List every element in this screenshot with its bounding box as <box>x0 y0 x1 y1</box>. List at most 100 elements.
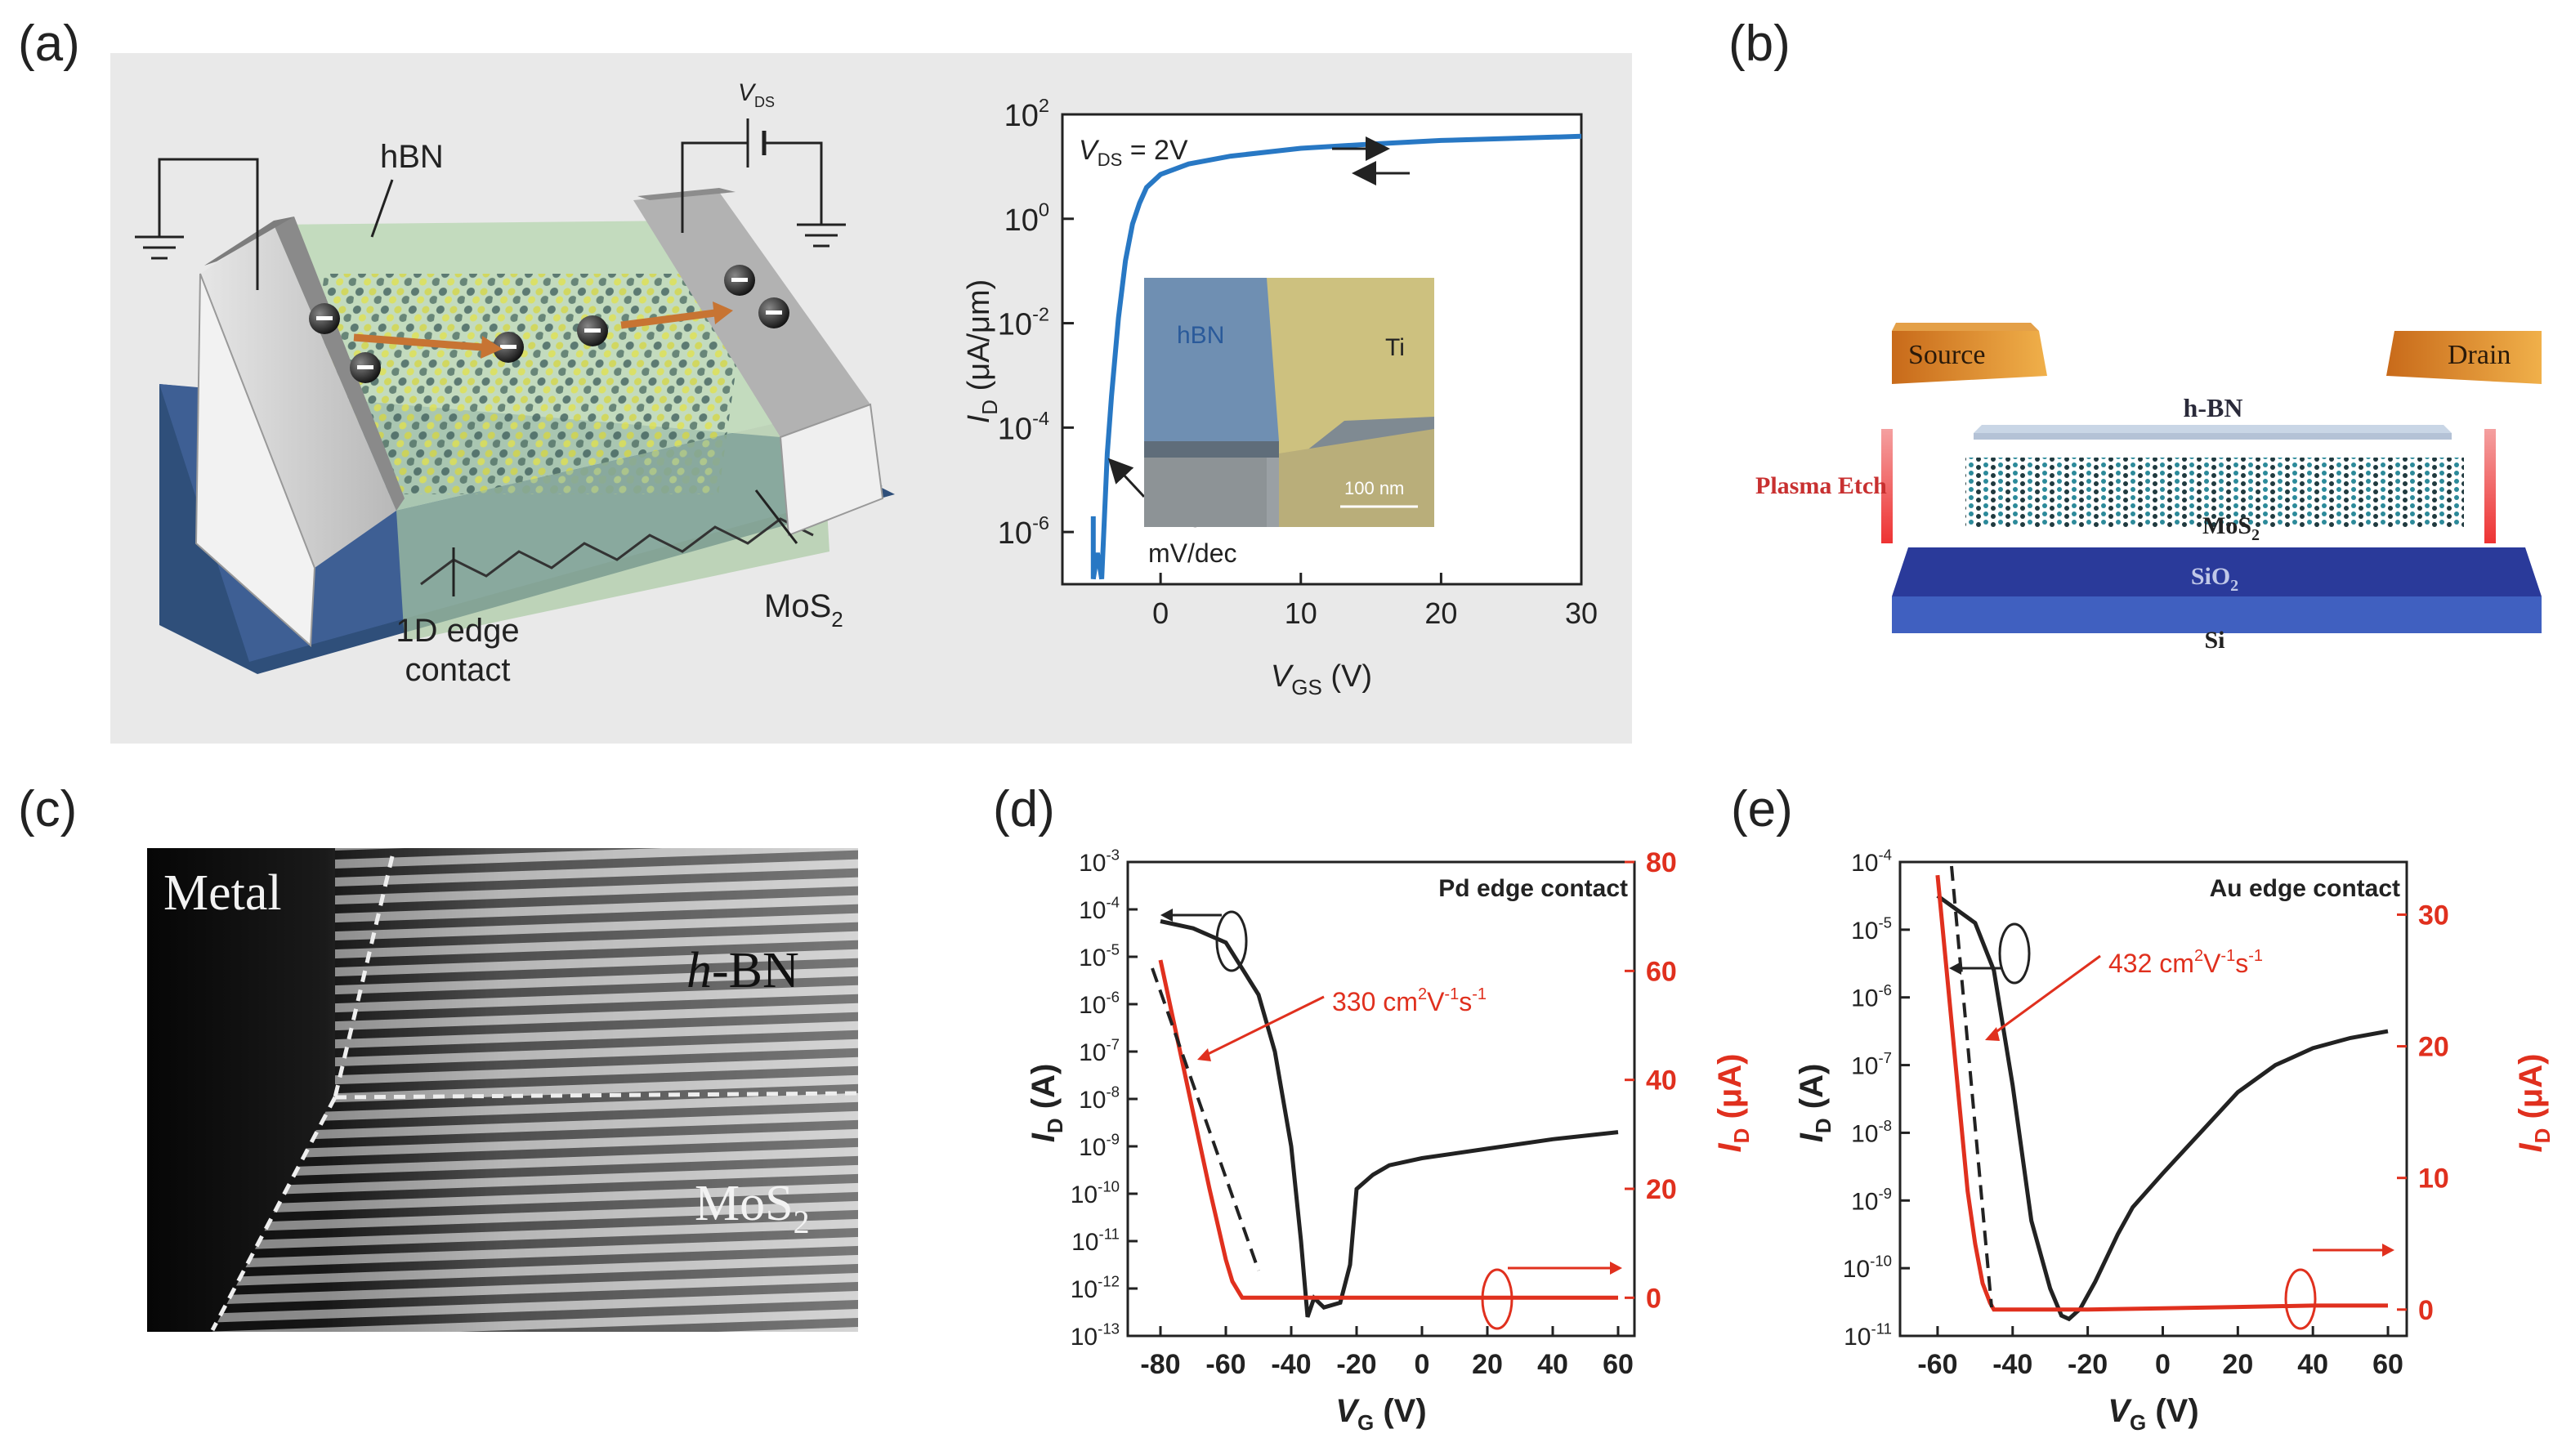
x-tick-label: -60 <box>1917 1349 1957 1380</box>
y-left-tick-label: 10-8 <box>1079 1083 1120 1114</box>
hbn-layer-label: h-BN <box>2184 393 2243 422</box>
y-left-tick-label: 10-4 <box>1851 846 1892 878</box>
x-tick-label: 0 <box>1152 596 1169 630</box>
metal-label: Metal <box>163 865 282 921</box>
y-left-tick-label: 10-6 <box>1079 989 1120 1020</box>
inset-hbn-label: hBN <box>1177 322 1224 349</box>
y-left-tick-label: 10-10 <box>1071 1178 1120 1209</box>
x-tick-label: -40 <box>1992 1349 2032 1380</box>
device-illustration <box>135 118 895 674</box>
y-right-tick-label: 0 <box>1646 1283 1661 1314</box>
vds-label: VDS <box>738 79 775 110</box>
x-tick-label: 0 <box>1415 1349 1430 1380</box>
panel-label-c: (c) <box>18 781 78 837</box>
ylabel-left-d: ID (A) <box>1026 1064 1067 1143</box>
panel-label-d: (d) <box>993 781 1055 837</box>
panel-b-figure: Source Drain h-BN Plasma Etch MoS2 SiO2 … <box>1881 323 2542 654</box>
y-right-tick-label: 60 <box>1646 956 1677 987</box>
y-left-tick-label: 10-3 <box>1079 846 1120 878</box>
au-title: Au edge contact <box>2210 875 2400 902</box>
inset-ti-label: Ti <box>1385 334 1405 361</box>
panel-label-e: (e) <box>1731 781 1793 837</box>
y-left-tick-label: 10-9 <box>1851 1185 1892 1216</box>
y-right-tick-label: 30 <box>2418 900 2449 931</box>
panel-c-tem-image: Metal h-BN MoS2 <box>147 848 858 1332</box>
ylabel-right-d: ID (μA) <box>1712 1053 1754 1152</box>
y-tick-label: 10-2 <box>998 303 1049 342</box>
mos2-layer-label: MoS2 <box>2202 512 2260 544</box>
x-tick-label: -20 <box>2068 1349 2108 1380</box>
y-tick-label: 10-6 <box>998 512 1049 551</box>
x-tick-label: 0 <box>2155 1349 2171 1380</box>
y-left-tick-label: 10-10 <box>1843 1253 1892 1284</box>
mobility-d: 330 cm2V-1s-1 <box>1332 985 1487 1016</box>
x-tick-label: 60 <box>1603 1349 1634 1380</box>
y-right-tick-label: 40 <box>1646 1065 1677 1096</box>
ylabel-a: ID (μA/μm) <box>962 279 1002 424</box>
x-tick-label: -40 <box>1271 1349 1311 1380</box>
mos2-tem-label: MoS2 <box>695 1176 810 1240</box>
mos2-layers <box>1965 458 2464 527</box>
x-tick-label: 20 <box>1472 1349 1503 1380</box>
y-right-tick-label: 80 <box>1646 847 1677 878</box>
pd-title: Pd edge contact <box>1438 875 1628 902</box>
y-right-tick-label: 0 <box>2418 1295 2434 1326</box>
linear-transfer-curve <box>1158 959 1618 1300</box>
y-tick-label: 102 <box>1004 95 1049 133</box>
y-left-tick-label: 10-13 <box>1071 1320 1120 1351</box>
y-left-tick-label: 10-5 <box>1079 941 1120 972</box>
mobility-e: 432 cm2V-1s-1 <box>2108 947 2263 978</box>
xlabel-e: VG (V) <box>2108 1393 2198 1434</box>
panel-label-b: (b) <box>1728 16 1791 72</box>
drain-electrode <box>2386 331 2542 384</box>
ss-label-2: mV/dec <box>1148 538 1236 568</box>
mos2-label: MoS2 <box>764 588 843 632</box>
sem-inset: hBN Ti 100 nm <box>1144 278 1434 527</box>
y-left-tick-label: 10-4 <box>1079 894 1120 925</box>
x-tick-label: 30 <box>1565 596 1598 630</box>
xlabel-a: VGS (V) <box>1271 659 1372 699</box>
transfer-curve <box>1090 133 1582 580</box>
y-left-tick-label: 10-7 <box>1079 1036 1120 1067</box>
y-right-tick-label: 20 <box>1646 1174 1677 1205</box>
source-label: Source <box>1908 340 1985 370</box>
x-tick-label: -80 <box>1140 1349 1180 1380</box>
panel-label-a: (a) <box>18 16 80 72</box>
x-tick-label: 20 <box>2222 1349 2253 1380</box>
source-electrode <box>1892 331 2047 384</box>
y-right-tick-label: 20 <box>2418 1032 2449 1063</box>
x-tick-label: 20 <box>1424 596 1457 630</box>
si-label: Si <box>2204 627 2224 654</box>
edge-contact-label-2: contact <box>405 652 511 688</box>
y-left-tick-label: 10-12 <box>1071 1273 1120 1304</box>
y-tick-label: 10-4 <box>998 408 1049 446</box>
y-left-tick-label: 10-8 <box>1851 1117 1892 1148</box>
y-left-tick-label: 10-9 <box>1079 1131 1120 1162</box>
log-transfer-curve <box>1936 894 2389 1322</box>
y-left-tick-label: 10-6 <box>1851 981 1892 1012</box>
sio2-label: SiO2 <box>2191 563 2238 595</box>
panel-a-figure: VDS hBN MoS2 1D edge contact 0 10 20 30 102 1… <box>110 53 1632 744</box>
y-left-tick-label: 10-11 <box>1844 1320 1892 1351</box>
y-right-tick-label: 10 <box>2418 1163 2449 1195</box>
log-transfer-curve <box>1160 919 1619 1318</box>
edge-contact-label-1: 1D edge <box>396 613 519 649</box>
ylabel-left-e: ID (A) <box>1794 1064 1835 1143</box>
panel-d-chart: -80 -60 -40 -20 0 20 40 60 10-3 10-4 10-5 10-6 10-7 1… <box>1026 846 1754 1435</box>
scale-bar-label: 100 nm <box>1344 478 1404 498</box>
x-tick-label: 10 <box>1285 596 1317 630</box>
vds-annotation: VDS = 2V <box>1079 135 1188 170</box>
y-left-tick-label: 10-5 <box>1851 913 1892 945</box>
x-tick-label: -60 <box>1205 1349 1245 1380</box>
x-tick-label: 40 <box>1537 1349 1568 1380</box>
hbn-label: hBN <box>380 139 444 175</box>
x-tick-label: 60 <box>2372 1349 2403 1380</box>
xlabel-d: VG (V) <box>1335 1393 1426 1434</box>
ylabel-right-e: ID (μA) <box>2513 1053 2555 1152</box>
drain-label: Drain <box>2448 340 2511 370</box>
y-left-tick-label: 10-7 <box>1851 1049 1892 1080</box>
x-tick-label: -20 <box>1336 1349 1376 1380</box>
y-left-tick-label: 10-11 <box>1071 1226 1120 1257</box>
